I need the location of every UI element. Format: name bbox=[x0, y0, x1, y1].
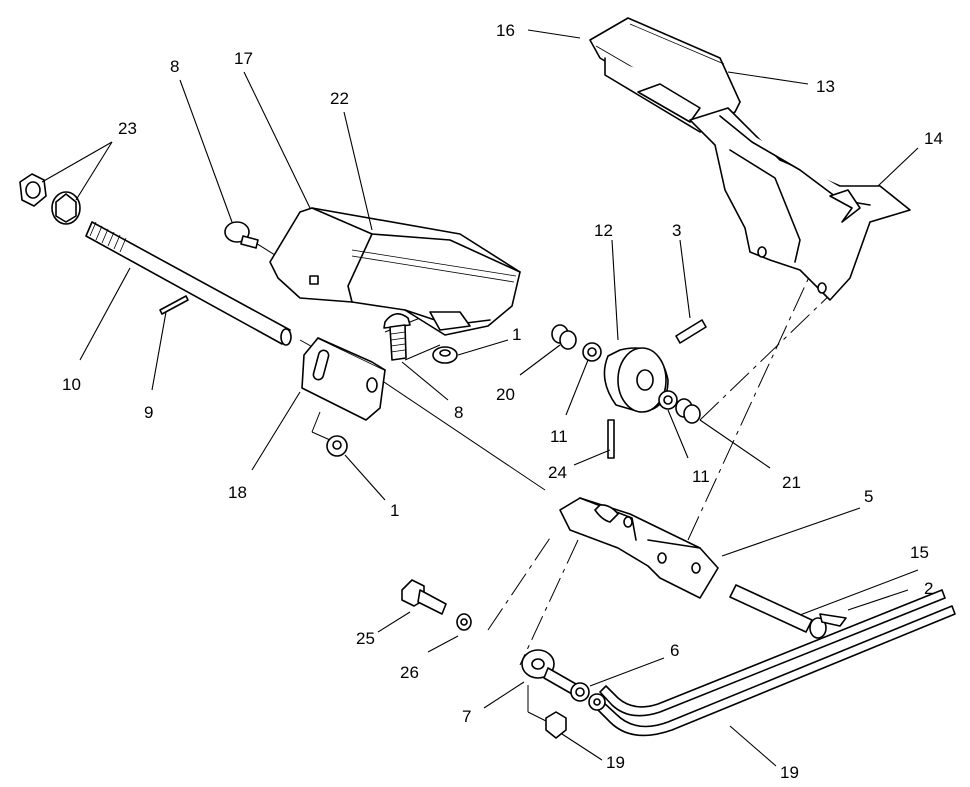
clevis-pin-15 bbox=[729, 584, 827, 639]
callout-5: 5 bbox=[864, 487, 873, 506]
washer-11a bbox=[582, 342, 602, 362]
callout-26: 19 bbox=[780, 763, 799, 782]
bracket-18 bbox=[301, 337, 386, 421]
roller-12 bbox=[603, 347, 669, 413]
callout-13: 13 bbox=[816, 77, 835, 96]
callout-18: 18 bbox=[228, 483, 247, 502]
pedal-16-13 bbox=[589, 17, 741, 133]
cotter-pin-9 bbox=[159, 295, 189, 315]
spacer-19b bbox=[675, 398, 701, 424]
nut-23 bbox=[545, 711, 567, 739]
nut-1a bbox=[432, 346, 458, 364]
callout-12: 12 bbox=[594, 221, 613, 240]
callout-24: 25 bbox=[356, 629, 375, 648]
spacer-19a bbox=[551, 324, 577, 350]
nut-1b bbox=[326, 435, 348, 457]
washer-6 bbox=[588, 693, 606, 711]
callout-9: 9 bbox=[144, 403, 153, 422]
callout-19-right: 21 bbox=[782, 473, 801, 492]
callout-1-upper: 1 bbox=[512, 325, 521, 344]
bolt-24 bbox=[401, 579, 447, 615]
pedal-bracket-14 bbox=[689, 107, 911, 301]
callout-10: 10 bbox=[62, 375, 81, 394]
washer-11b bbox=[658, 390, 678, 410]
shield-20-17 bbox=[269, 207, 521, 336]
leader-lines bbox=[41, 29, 919, 767]
callout-11-left: 11 bbox=[550, 427, 568, 446]
callout-17: 17 bbox=[234, 49, 253, 68]
callout-23: 19 bbox=[606, 753, 625, 772]
callout-20: 22 bbox=[330, 89, 349, 108]
callout-8-center: 8 bbox=[454, 403, 463, 422]
callouts: 16 13 14 8 17 22 23 10 9 18 1 8 1 12 3 2… bbox=[62, 21, 943, 782]
threaded-rod-10 bbox=[85, 221, 292, 346]
callout-7: 7 bbox=[462, 707, 471, 726]
hairpin-2 bbox=[819, 613, 847, 627]
callout-22: 24 bbox=[548, 463, 567, 482]
nut-21 bbox=[19, 173, 81, 225]
callout-21: 23 bbox=[118, 119, 137, 138]
roll-pin-22 bbox=[607, 419, 615, 459]
callout-3: 3 bbox=[672, 221, 681, 240]
washer-25 bbox=[456, 613, 472, 631]
callout-11-right: 11 bbox=[692, 467, 710, 486]
carriage-bolt-8b bbox=[383, 313, 411, 361]
rod-end-7 bbox=[521, 649, 577, 695]
callout-25: 26 bbox=[400, 663, 419, 682]
callout-2: 2 bbox=[924, 579, 933, 598]
carriage-bolt-8a bbox=[224, 221, 259, 249]
lever-arm-5 bbox=[559, 497, 719, 599]
callout-16: 16 bbox=[496, 21, 515, 40]
callout-6: 6 bbox=[670, 641, 679, 660]
nut-6 bbox=[570, 682, 590, 702]
callout-14: 14 bbox=[924, 129, 943, 148]
callout-8-top: 8 bbox=[170, 57, 179, 76]
callout-1-lower: 1 bbox=[390, 501, 399, 520]
callout-19-left: 20 bbox=[496, 385, 515, 404]
callout-15: 15 bbox=[910, 543, 929, 562]
roll-pin-3 bbox=[675, 319, 707, 344]
assembly-lines bbox=[250, 239, 836, 723]
